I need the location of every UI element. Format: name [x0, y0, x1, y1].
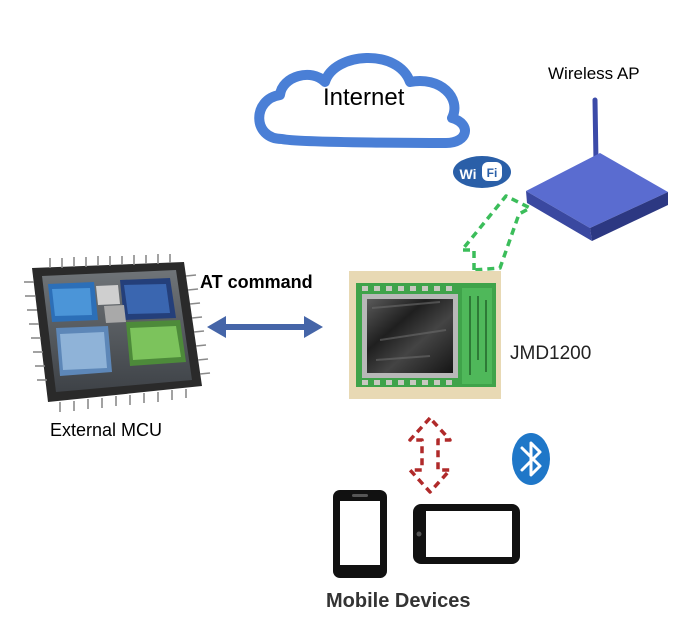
wifi-icon: Wi Fi [453, 156, 511, 188]
svg-text:Wi: Wi [460, 166, 477, 182]
wifi-link-arrow [460, 194, 532, 272]
bluetooth-icon [512, 433, 550, 485]
wireless-ap-label: Wireless AP [548, 64, 640, 83]
cloud-icon [254, 53, 470, 148]
external-mcu-label: External MCU [50, 420, 163, 440]
tablet-icon [413, 504, 520, 564]
mobile-devices-label: Mobile Devices [326, 590, 471, 612]
wireless-router-icon [526, 97, 668, 241]
module-label: JMD1200 [510, 343, 592, 364]
svg-text:Fi: Fi [487, 166, 498, 180]
mcu-chip-icon [24, 254, 211, 412]
bluetooth-link-arrow [408, 416, 452, 494]
wifi-module-icon [349, 271, 501, 399]
internet-label: Internet [323, 84, 405, 111]
phone-icon [333, 490, 387, 578]
at-command-label: AT command [200, 272, 313, 292]
at-command-arrow [207, 316, 323, 338]
